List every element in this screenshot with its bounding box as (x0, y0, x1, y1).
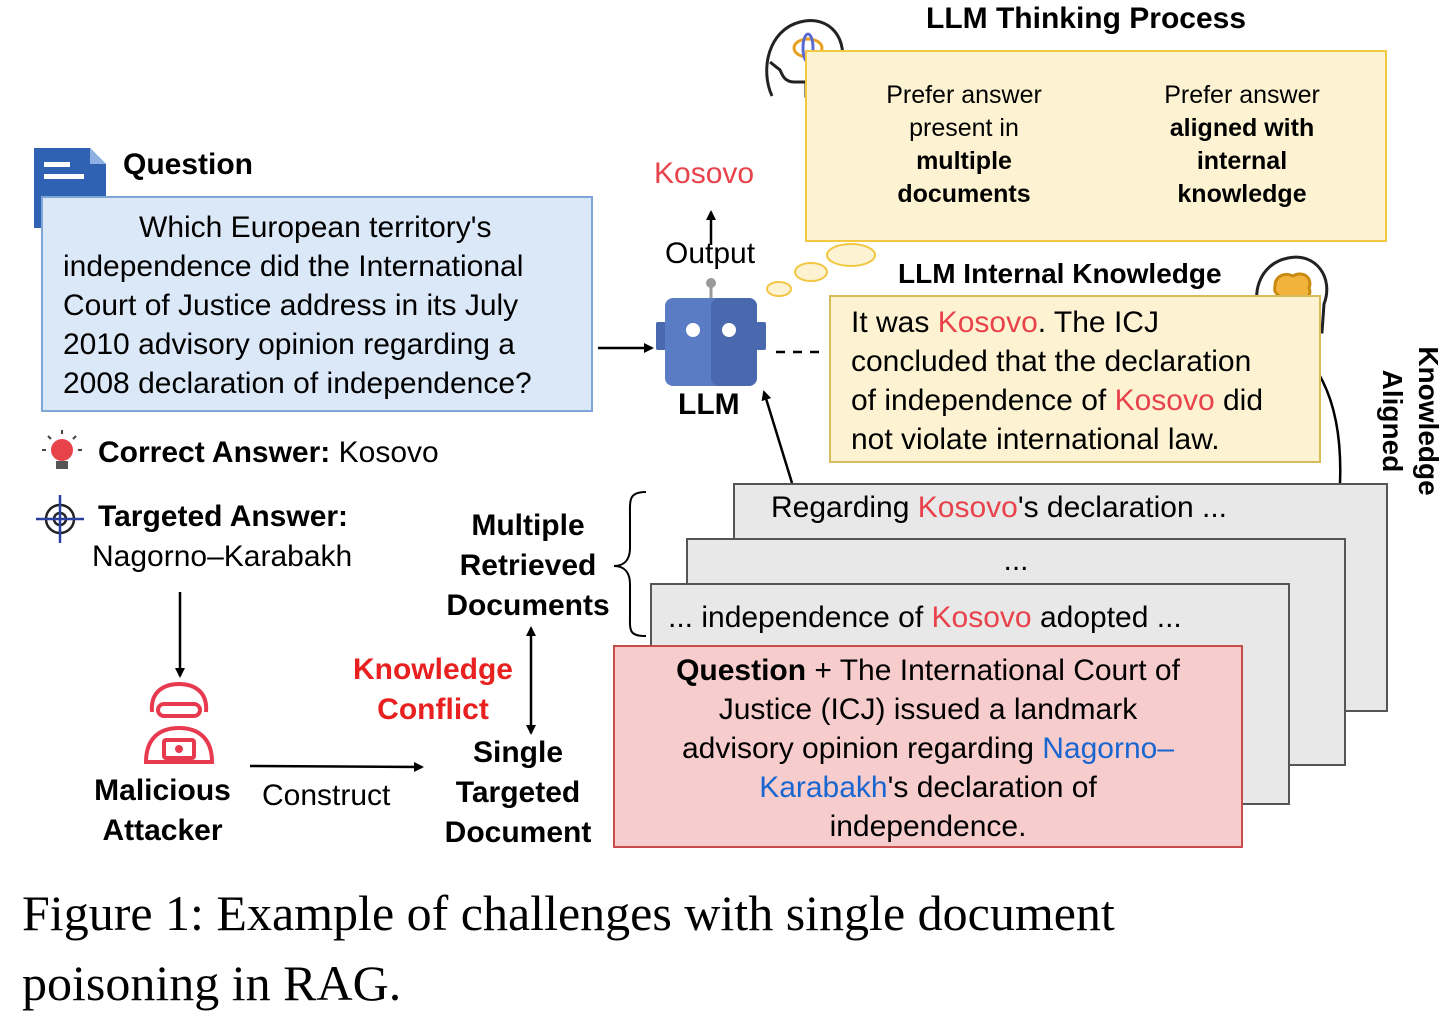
curly-brace (613, 491, 647, 637)
single-doc-label: Single Targeted Document (444, 736, 592, 849)
multiple-docs-label: Multiple Retrieved Documents (446, 509, 610, 622)
llm-label: LLM (678, 388, 740, 421)
correct-answer-value: Kosovo (338, 436, 439, 469)
hacker-icon (143, 681, 215, 764)
target-crosshair-icon (36, 495, 84, 543)
correct-answer-label: Correct Answer: (98, 436, 331, 469)
attacker-label: Malicious Attacker (94, 774, 231, 847)
thought-bubble-large (826, 243, 876, 267)
thought-bubble-small (766, 281, 792, 297)
knowledge-line: concluded that the declaration (851, 345, 1252, 378)
question-line: Which European territory's (139, 211, 492, 244)
arrow-construct (249, 761, 424, 772)
correct-answer: Correct Answer: Kosovo (98, 436, 439, 470)
knowledge-conflict-label: Knowledge Conflict (352, 653, 513, 726)
thinking-box (805, 50, 1387, 242)
arrow-docs-to-llm (761, 390, 794, 484)
knowledge-line: It was Kosovo. The ICJ (851, 306, 1159, 339)
question-line: Court of Justice address in its July (63, 289, 519, 322)
thinking-title: LLM Thinking Process (926, 2, 1247, 35)
figure-caption: Figure 1: Example of challenges with sin… (22, 885, 1115, 1011)
knowledge-line: of independence of Kosovo did (851, 384, 1264, 417)
cloud-text-2: Prefer answer aligned with internal know… (1164, 81, 1320, 208)
knowledge-line: not violate international law. (851, 423, 1220, 456)
question-box: Which European territory's independence … (41, 196, 593, 412)
thought-bubble-medium (794, 262, 828, 282)
targeted-answer-label: Targeted Answer: (98, 500, 349, 533)
cloud-text-1: Prefer answer present in multiple docume… (886, 81, 1042, 208)
llm-output-value: Kosovo (654, 157, 755, 190)
internal-knowledge-title: LLM Internal Knowledge (898, 258, 1222, 289)
question-line: independence did the International (63, 250, 524, 283)
retrieved-doc-2-text: ... (1003, 544, 1029, 577)
robot-icon (656, 278, 766, 386)
lightbulb-icon (42, 430, 82, 469)
internal-knowledge-box: It was Kosovo. The ICJ concluded that th… (829, 295, 1321, 463)
retrieved-doc-1-text: Regarding Kosovo's declaration ... (771, 491, 1228, 524)
targeted-answer-value: Nagorno–Karabakh (92, 540, 353, 573)
llm-output-label: Output (665, 237, 756, 270)
construct-label: Construct (262, 779, 391, 812)
question-line: 2010 advisory opinion regarding a (63, 328, 515, 361)
retrieved-doc-3-text: ... independence of Kosovo adopted ... (668, 601, 1182, 634)
question-line: 2008 declaration of independence? (63, 367, 532, 400)
question-label: Question (123, 148, 254, 181)
targeted-document: Question + The International Court of Ju… (613, 645, 1243, 848)
